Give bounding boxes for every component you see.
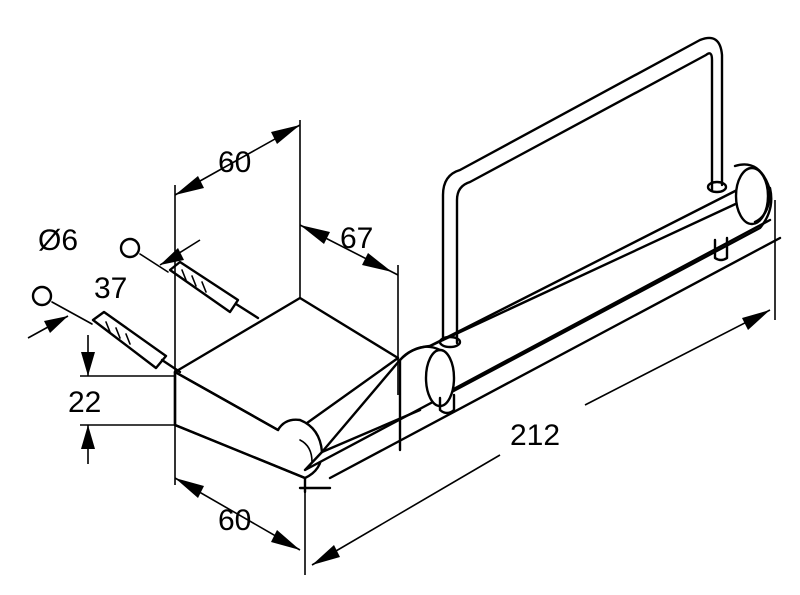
dimension-total-length: 212	[311, 200, 776, 566]
label-diameter: Ø6	[38, 224, 78, 257]
label-depth: 67	[340, 222, 373, 255]
mounting-plate	[173, 296, 400, 494]
label-top-width: 60	[218, 146, 251, 179]
dimension-height: 22	[68, 335, 175, 464]
roll-spindle	[303, 163, 782, 480]
label-height: 22	[68, 386, 101, 419]
label-plug-length: 37	[94, 272, 127, 305]
dimension-diameter: Ø6	[38, 224, 201, 266]
dimension-depth: 67	[299, 222, 399, 395]
label-bottom-width: 60	[218, 504, 251, 537]
wall-plug-upper	[119, 237, 260, 320]
label-total-length: 212	[510, 419, 560, 452]
u-bar	[438, 36, 728, 349]
dimension-bottom-width: 60	[174, 425, 306, 575]
dimension-plug-length: 37	[27, 272, 127, 339]
wall-plug-lower	[31, 285, 182, 374]
dimension-top-width: 60	[174, 120, 301, 372]
